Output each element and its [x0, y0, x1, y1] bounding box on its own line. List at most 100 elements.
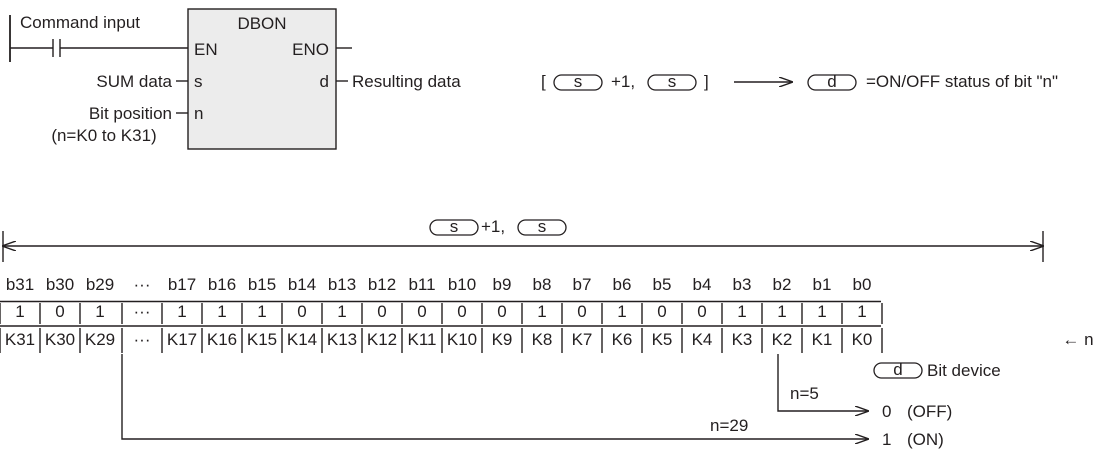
bit-value: 0 [55, 302, 64, 321]
bit-label: b2 [773, 275, 792, 294]
on-value: 1 [882, 430, 891, 449]
formula: [ s +1, s ] d =ON/OFF status of bit "n" [541, 72, 1058, 91]
formula-result-text: =ON/OFF status of bit "n" [866, 72, 1058, 91]
eno-pin-label: ENO [292, 40, 329, 59]
bit-label: b5 [653, 275, 672, 294]
bit-label: b9 [493, 275, 512, 294]
plus-one-text: +1, [611, 72, 635, 91]
bit-value: 0 [377, 302, 386, 321]
off-value: 0 [882, 402, 891, 421]
s-pin-label: s [194, 72, 203, 91]
k-label: K12 [367, 330, 397, 349]
d-symbol-text: d [827, 72, 836, 91]
k-label: K6 [612, 330, 633, 349]
s-symbol-text: s [574, 72, 583, 91]
bit-value: 0 [697, 302, 706, 321]
bit-value: 1 [257, 302, 266, 321]
bit-value: 0 [497, 302, 506, 321]
k-label: K5 [652, 330, 673, 349]
bit-label: b17 [168, 275, 196, 294]
bracket-close: ] [704, 72, 709, 91]
bit-label: b12 [368, 275, 396, 294]
bit-label: b31 [6, 275, 34, 294]
bit-label: b10 [448, 275, 476, 294]
bit-value: 1 [95, 302, 104, 321]
k-label: K8 [532, 330, 553, 349]
s-operand-symbol [517, 219, 567, 236]
k-label: K13 [327, 330, 357, 349]
bit-value: 0 [417, 302, 426, 321]
d-symbol-text: d [893, 360, 902, 379]
s-symbol-text: s [538, 217, 547, 236]
s-operand-symbol [429, 219, 479, 236]
bit-label: ··· [134, 275, 151, 294]
bit-position-label: Bit position [89, 104, 172, 123]
bit-device-label: Bit device [927, 361, 1001, 380]
k-label: K9 [492, 330, 513, 349]
output-section: d Bit device n=5 n=29 0 (OFF) 1 (ON) [121, 354, 1001, 449]
n-pin-label: n [194, 104, 203, 123]
s-operand-symbol [647, 74, 697, 91]
range-plus-one-text: +1, [481, 217, 505, 236]
command-input-label: Command input [20, 13, 140, 32]
bit-value: 1 [337, 302, 346, 321]
bit-value: 1 [857, 302, 866, 321]
dbon-instruction-box [187, 8, 337, 150]
bit-value: 1 [737, 302, 746, 321]
k-label: K4 [692, 330, 713, 349]
n-range-label: (n=K0 to K31) [51, 126, 156, 145]
bit-label: b0 [853, 275, 872, 294]
bit-label: b3 [733, 275, 752, 294]
k-label: K16 [207, 330, 237, 349]
bit-value: 1 [217, 302, 226, 321]
d-operand-symbol [873, 362, 923, 379]
bit-value: 1 [777, 302, 786, 321]
bit-value: 1 [537, 302, 546, 321]
k-label: K1 [812, 330, 833, 349]
s-symbol-text: s [450, 217, 459, 236]
bit-value: 0 [577, 302, 586, 321]
bit-value: 1 [817, 302, 826, 321]
bracket-open: [ [541, 72, 546, 91]
k-label: K11 [408, 330, 437, 349]
s-symbol-text: s [668, 72, 677, 91]
sum-data-label: SUM data [96, 72, 172, 91]
bit-value: 0 [457, 302, 466, 321]
d-pin-label: d [320, 72, 329, 91]
bit-label: b7 [573, 275, 592, 294]
n29-label: n=29 [710, 416, 748, 435]
bit-value: ··· [134, 302, 151, 321]
off-text: (OFF) [907, 402, 952, 421]
s-operand-symbol [553, 74, 603, 91]
bit-label: b4 [693, 275, 712, 294]
instruction-name: DBON [237, 14, 286, 33]
k-label: K31 [5, 330, 35, 349]
bit-label: b13 [328, 275, 356, 294]
n5-arrow [777, 354, 868, 411]
bit-label: b16 [208, 275, 236, 294]
k-label: K29 [85, 330, 115, 349]
on-text: (ON) [907, 430, 944, 449]
bit-label: b6 [613, 275, 632, 294]
k-label: K7 [572, 330, 593, 349]
k-label: K30 [45, 330, 75, 349]
k-label: K14 [287, 330, 317, 349]
k-label: K0 [852, 330, 873, 349]
bit-label: b14 [288, 275, 316, 294]
k-label: K15 [247, 330, 277, 349]
n5-label: n=5 [790, 384, 819, 403]
k-label: K10 [447, 330, 477, 349]
bit-value: 0 [657, 302, 666, 321]
n-arrow-label: ← n [1062, 330, 1093, 349]
bit-value: 1 [177, 302, 186, 321]
k-label: K2 [772, 330, 793, 349]
bit-label: b11 [408, 275, 435, 294]
bit-value: 0 [297, 302, 306, 321]
range-header: s +1, s [3, 217, 1043, 262]
k-label: K17 [167, 330, 197, 349]
k-label: ··· [134, 330, 151, 349]
d-operand-symbol [807, 74, 857, 91]
bit-label: b8 [533, 275, 552, 294]
